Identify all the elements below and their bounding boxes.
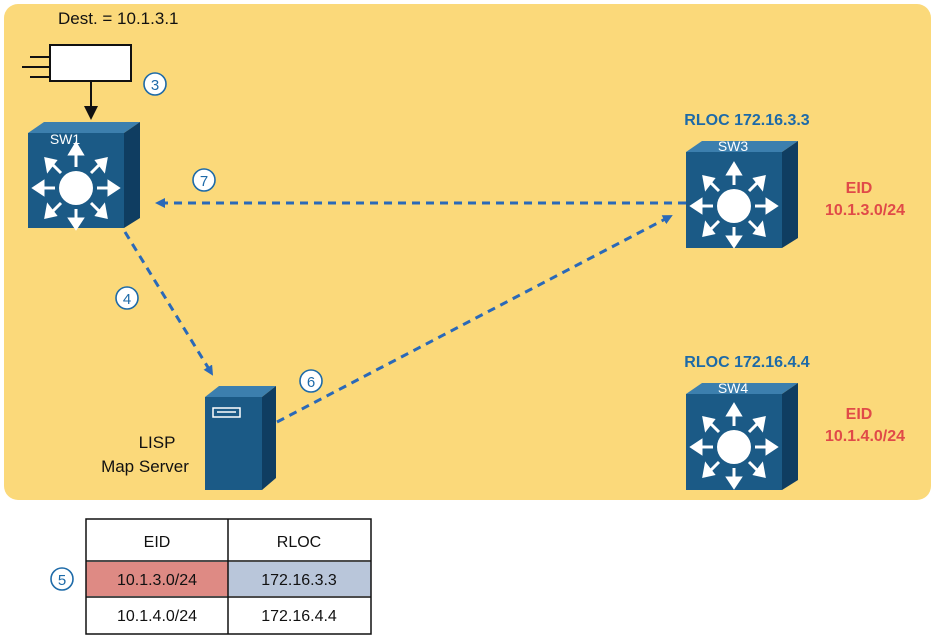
- sw3-rloc-label: RLOC 172.16.3.3: [684, 112, 810, 129]
- sw4-label: SW4: [718, 380, 749, 396]
- sw3-label: SW3: [718, 138, 749, 154]
- step-5-badge: 5: [50, 567, 74, 591]
- step-5-number: 5: [58, 572, 66, 589]
- step-6-number: 6: [307, 374, 315, 391]
- step-4-number: 4: [123, 291, 131, 308]
- sw4-eid-value: 10.1.4.0/24: [825, 428, 905, 445]
- sw4-eid-title: EID: [846, 406, 873, 423]
- background-panel: [4, 4, 931, 500]
- sw3-switch-icon: [686, 141, 798, 249]
- table-header-rloc: RLOC: [277, 534, 321, 551]
- sw1-switch-icon: [28, 122, 140, 231]
- sw4-switch-icon: [686, 383, 798, 490]
- table-row2-rloc: 172.16.4.4: [261, 608, 337, 625]
- sw1-label: SW1: [50, 131, 81, 147]
- step-3-number: 3: [151, 77, 159, 94]
- table-cell-rloc-highlight: [228, 562, 371, 596]
- step-4-badge: 4: [115, 286, 139, 310]
- table-row1-eid: 10.1.3.0/24: [117, 572, 197, 589]
- map-server-label-line2: Map Server: [101, 457, 189, 476]
- packet-icon: [22, 44, 132, 82]
- step-3-badge: 3: [143, 72, 167, 96]
- table-row1-rloc: 172.16.3.3: [261, 572, 337, 589]
- table-header-eid: EID: [144, 534, 171, 551]
- packet-label: Dest. = 10.1.3.1: [58, 9, 179, 28]
- table-row2-eid: 10.1.4.0/24: [117, 608, 197, 625]
- step-6-badge: 6: [299, 369, 323, 393]
- table-cell-eid-highlight: [86, 562, 228, 596]
- map-server-icon: [205, 386, 276, 490]
- step-7-number: 7: [200, 173, 208, 190]
- map-server-label-line1: LISP: [139, 433, 176, 452]
- step-6-arrow: [276, 214, 673, 424]
- sw3-eid-value: 10.1.3.0/24: [825, 202, 905, 219]
- sw4-rloc-label: RLOC 172.16.4.4: [684, 354, 810, 371]
- mapping-table: EID RLOC 10.1.3.0/24 172.16.3.3 10.1.4.0…: [85, 518, 372, 635]
- step-7-badge: 7: [192, 168, 216, 192]
- sw3-eid-title: EID: [846, 180, 873, 197]
